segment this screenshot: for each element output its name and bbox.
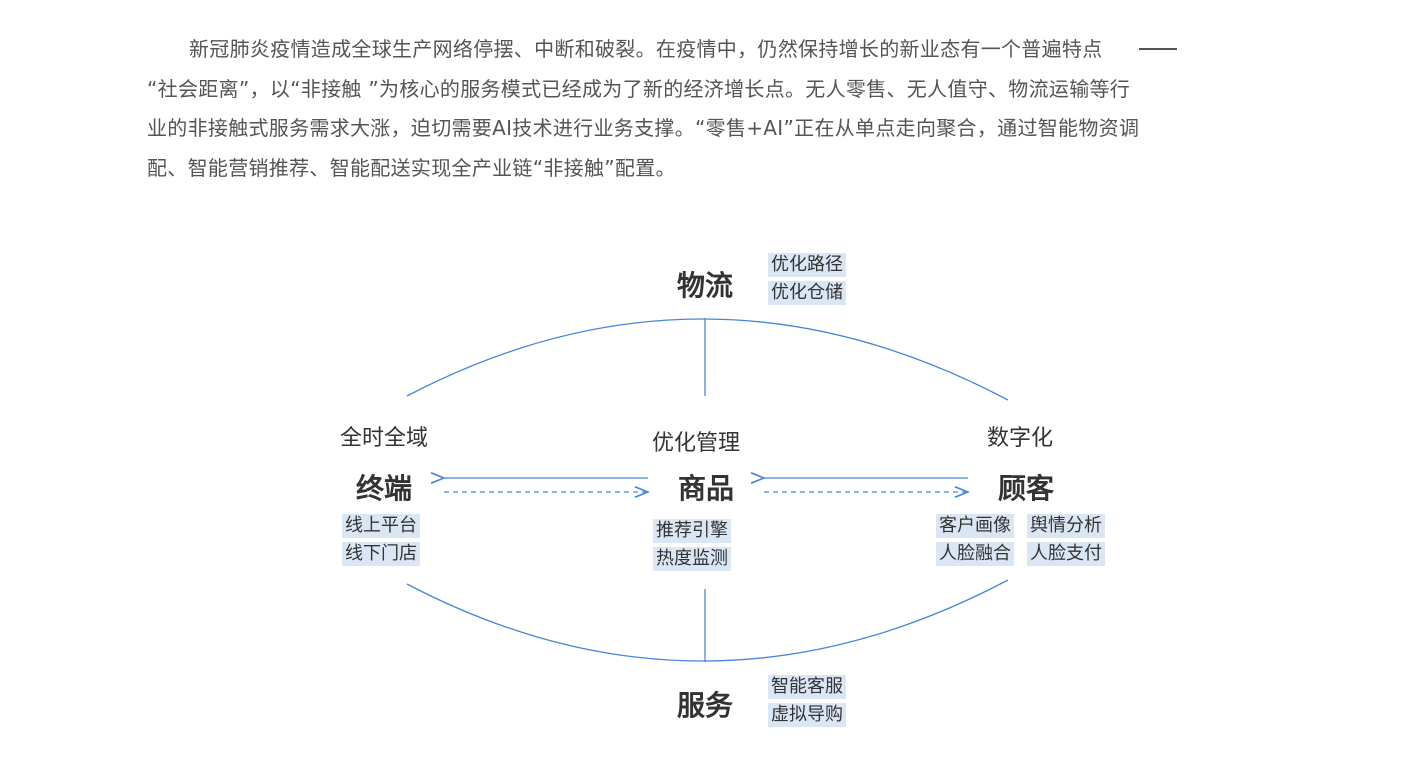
logistics-tag-2: 优化仓储 [768, 281, 846, 305]
goods-tag-2: 热度监测 [653, 547, 731, 571]
intro-line-3: 业的非接触式服务需求大涨，迫切需要AI技术进行业务支撑。“零售+AI”正在从单点… [147, 116, 1140, 140]
service-tag-1: 智能客服 [768, 675, 846, 699]
em-dash [1138, 47, 1177, 50]
top-arc [406, 318, 1009, 401]
goods-title: 商品 [677, 472, 735, 505]
customer-tag-2: 舆情分析 [1027, 514, 1105, 538]
customer-tag-3: 人脸融合 [936, 542, 1014, 566]
intro-line-4: 配、智能营销推荐、智能配送实现全产业链“非接触”配置。 [147, 155, 676, 180]
terminal-title: 终端 [355, 472, 413, 505]
bottom-arc [406, 579, 1009, 662]
intro-line-1-text: 新冠肺炎疫情造成全球生产网络停摆、中断和破裂。在疫情中，仍然保持增长的新业态有一… [189, 37, 1103, 61]
terminal-subtitle: 全时全域 [339, 426, 429, 451]
intro-paragraph: 新冠肺炎疫情造成全球生产网络停摆、中断和破裂。在疫情中，仍然保持增长的新业态有一… [147, 30, 1265, 188]
logistics-tag-1: 优化路径 [768, 253, 846, 277]
goods-tag-1: 推荐引擎 [653, 519, 731, 543]
terminal-tag-1: 线上平台 [342, 514, 420, 538]
intro-line-1: 新冠肺炎疫情造成全球生产网络停摆、中断和破裂。在疫情中，仍然保持增长的新业态有一… [147, 30, 1265, 70]
goods-subtitle: 优化管理 [651, 431, 741, 456]
terminal-tag-2: 线下门店 [342, 542, 420, 566]
logistics-title: 物流 [676, 269, 734, 302]
customer-subtitle: 数字化 [986, 426, 1054, 451]
customer-tag-4: 人脸支付 [1027, 542, 1105, 566]
service-tag-2: 虚拟导购 [768, 703, 846, 727]
customer-tag-1: 客户画像 [936, 514, 1014, 538]
intro-line-2: “社会距离”，以“非接触 ”为核心的服务模式已经成为了新的经济增长点。无人零售、… [147, 76, 1131, 101]
customer-title: 顾客 [997, 472, 1055, 505]
service-title: 服务 [676, 689, 734, 722]
